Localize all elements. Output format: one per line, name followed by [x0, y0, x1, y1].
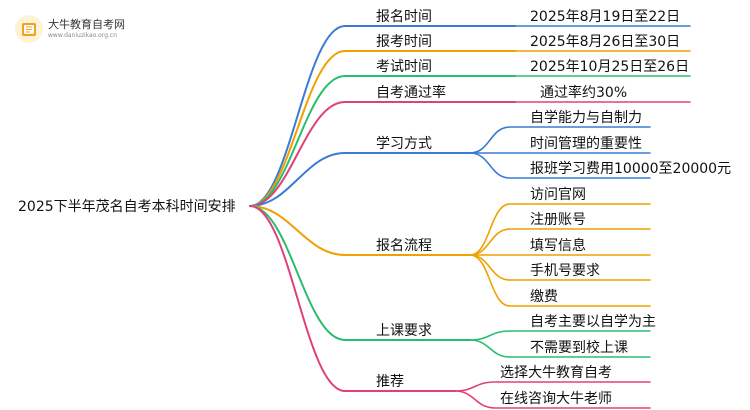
- leaf-label: 注册账号: [530, 212, 586, 228]
- branch-label: 推荐: [376, 374, 404, 390]
- leaf-connector: [469, 254, 651, 307]
- leaf-label: 2025年10月25日至26日: [530, 59, 690, 75]
- leaf-connector: [454, 381, 651, 392]
- leaf-connector: [469, 339, 651, 358]
- branch-label: 报考时间: [376, 34, 432, 50]
- book-logo-icon: [15, 15, 43, 43]
- leaf-label: 缴费: [530, 289, 558, 305]
- leaf-label: 自考主要以自学为主: [530, 314, 656, 330]
- branch-label: 学习方式: [376, 136, 432, 152]
- leaf-connector: [469, 152, 651, 179]
- leaf-connector: [469, 228, 651, 256]
- branch-connector: [249, 25, 516, 207]
- branch-connector: [249, 205, 456, 392]
- root-node: 2025下半年茂名自考本科时间安排: [18, 199, 236, 215]
- branch-connector: [249, 152, 471, 207]
- branch-label: 报名流程: [376, 238, 432, 254]
- branch-connector: [249, 50, 516, 207]
- logo: 大牛教育自考网 www.daniuzikao.org.cn: [14, 14, 125, 44]
- branch-label: 自考通过率: [376, 85, 446, 101]
- branch-label: 上课要求: [376, 323, 432, 339]
- leaf-label: 2025年8月26日至30日: [530, 34, 681, 50]
- leaf-label: 手机号要求: [530, 263, 600, 279]
- leaf-label: 选择大牛教育自考: [500, 365, 612, 381]
- branch-label: 报名时间: [376, 9, 432, 25]
- leaf-label: 时间管理的重要性: [530, 136, 642, 152]
- leaf-label: 不需要到校上课: [530, 340, 628, 356]
- branch-connector: [249, 205, 471, 256]
- leaf-label: 报班学习费用10000至20000元: [530, 161, 732, 177]
- logo-url: www.daniuzikao.org.cn: [48, 32, 118, 39]
- leaf-connector: [469, 203, 651, 256]
- branch-connector: [249, 205, 471, 341]
- logo-name: 大牛教育自考网: [48, 18, 125, 31]
- leaf-label: 自学能力与自制力: [530, 110, 642, 126]
- leaf-label: 访问官网: [530, 187, 586, 203]
- leaf-label: 通过率约30%: [540, 85, 628, 101]
- branch-label: 考试时间: [376, 59, 432, 75]
- leaf-connector: [454, 390, 651, 409]
- branch-connector: [249, 101, 516, 207]
- leaf-label: 2025年8月19日至22日: [530, 9, 681, 25]
- leaf-connector: [469, 330, 651, 341]
- leaf-label: 在线咨询大牛老师: [500, 391, 612, 407]
- leaf-label: 填写信息: [530, 238, 586, 254]
- leaf-connector: [469, 126, 651, 154]
